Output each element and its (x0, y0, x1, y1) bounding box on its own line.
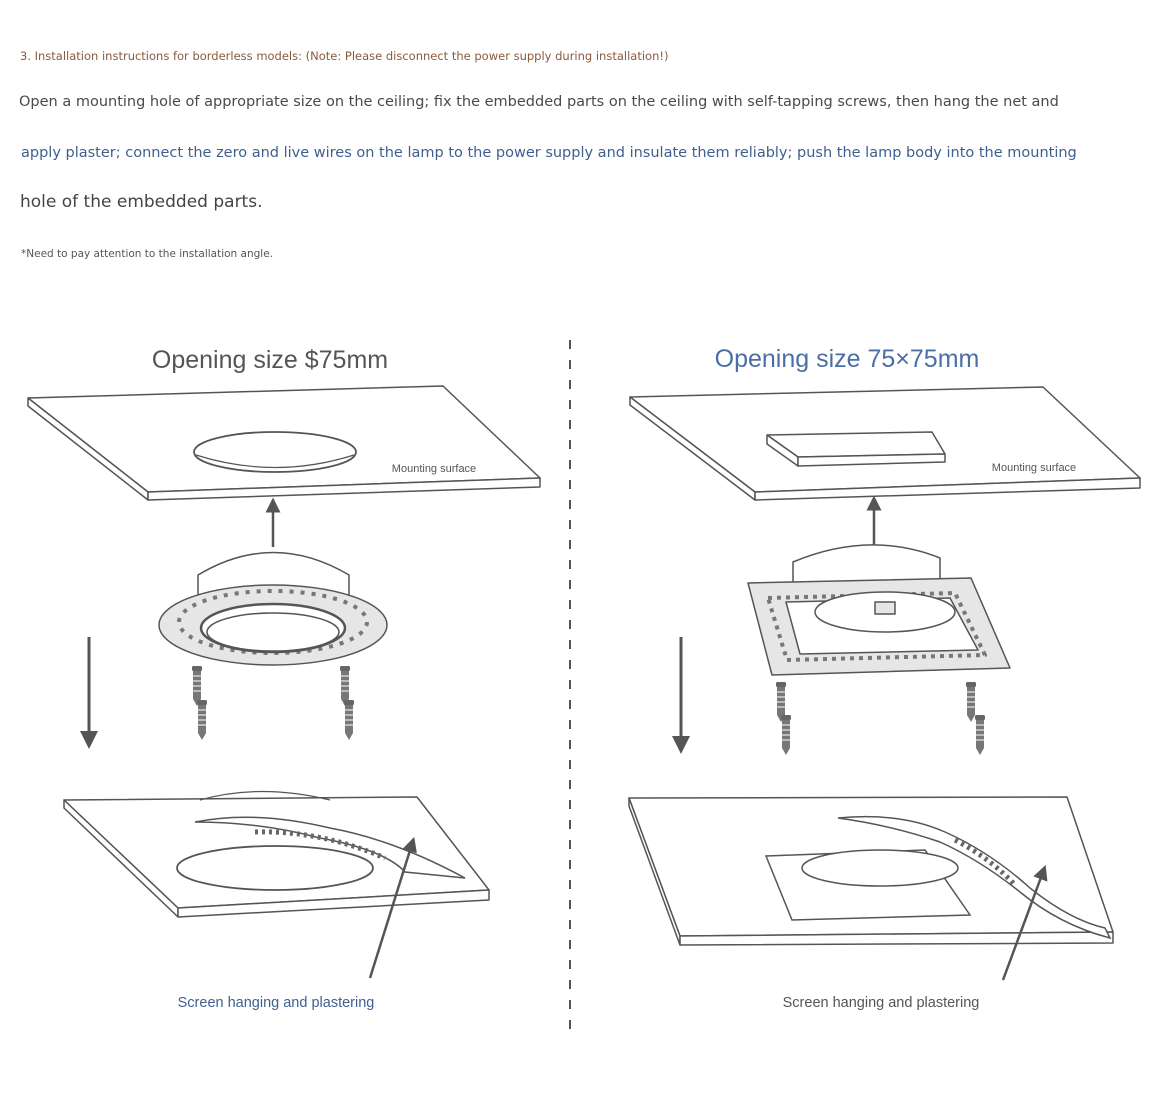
square-embedded-part-icon (747, 544, 1011, 676)
left-panel-title: Opening size $75mm (152, 346, 388, 374)
right-panel-title: Opening size 75×75mm (715, 345, 980, 373)
left-lamp-hole-icon (176, 845, 374, 891)
right-surface-label: Mounting surface (992, 462, 1076, 474)
left-caption: Screen hanging and plastering (178, 995, 375, 1011)
left-surface-label: Mounting surface (392, 463, 476, 475)
instruction-line-1: Open a mounting hole of appropriate size… (19, 94, 1059, 110)
round-embedded-part-icon (158, 551, 388, 666)
right-screws-icon (775, 681, 986, 756)
square-opening-icon (766, 431, 946, 467)
instruction-line-3: hole of the embedded parts. (20, 192, 263, 212)
left-mesh-net-icon (194, 816, 466, 879)
right-mesh-net-icon (837, 815, 1112, 940)
instruction-line-2: apply plaster; connect the zero and live… (21, 145, 1077, 161)
installation-note: *Need to pay attention to the installati… (21, 248, 274, 260)
round-opening-icon (193, 431, 357, 473)
left-screws-icon (191, 665, 355, 741)
right-diagonal-arrow (1001, 864, 1048, 981)
instruction-heading: 3. Installation instructions for borderl… (20, 49, 669, 63)
left-diagonal-arrow (368, 836, 417, 979)
right-caption: Screen hanging and plastering (783, 995, 980, 1011)
right-lamp-hole-icon (764, 849, 972, 921)
